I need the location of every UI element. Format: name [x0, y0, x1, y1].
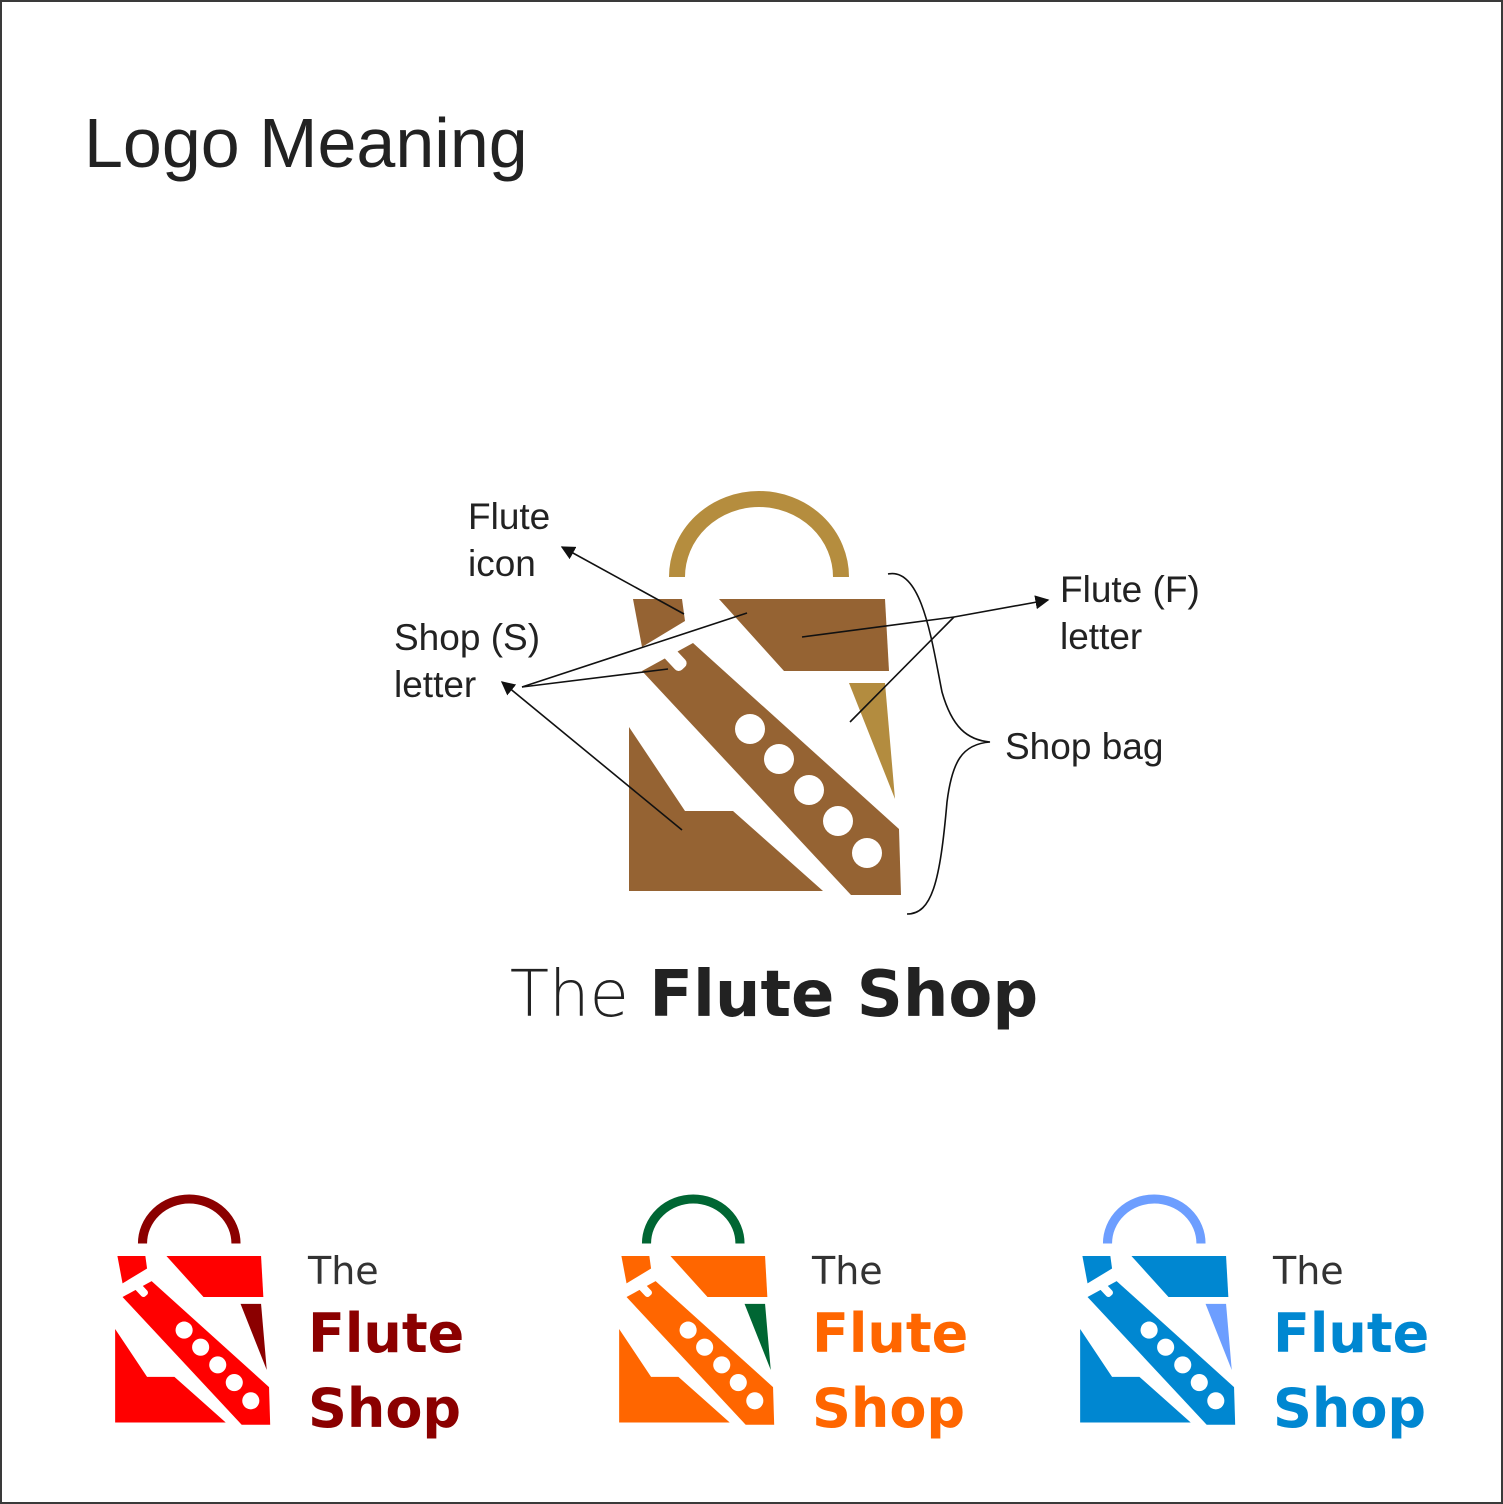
shop-letter-label-line-2: letter [394, 664, 476, 705]
variant-blue-bag-body-part [1080, 1328, 1191, 1423]
main-bag-body-part [633, 599, 685, 647]
flute-letter-label-line-2: letter [1060, 616, 1142, 657]
variant-red-letter-f-accent [240, 1303, 267, 1370]
variant-orange-flute-hole [729, 1373, 747, 1392]
variant-blue-flute-hole [1157, 1338, 1175, 1356]
variant-blue-flute-hole [1174, 1356, 1192, 1374]
variant-orange-bag-body-part [619, 1328, 730, 1423]
main-flute-hole [764, 744, 794, 774]
variant-blue-flute-hole [1207, 1392, 1225, 1410]
variant-orange-letter-f-accent [744, 1303, 771, 1370]
variant-orange-bag-body-part [670, 1256, 768, 1298]
variant-orange-flute-hole [713, 1356, 731, 1374]
variant-red-shop: Shop [308, 1377, 461, 1440]
variant-red-bag-body-part [115, 1328, 226, 1423]
wordmark-flute-shop: Flute Shop [649, 958, 1038, 1032]
variant-blue-flute-hole [1190, 1373, 1208, 1392]
shop-bag-label: Shop bag [1005, 726, 1163, 767]
main-flute-hole [852, 838, 882, 868]
main-flute-hole [661, 645, 687, 671]
variant-orange-the: The [811, 1249, 883, 1293]
main-wordmark: The Flute Shop [510, 958, 1038, 1032]
variant-orange-bag-body-part [621, 1256, 652, 1284]
variant-blue-bag-body-part [1082, 1256, 1113, 1284]
variant-orange-flute-hole [746, 1392, 764, 1410]
main-logo-symbol [629, 491, 901, 895]
variant-red-bag-body-part [117, 1256, 148, 1284]
variant-blue-bag-body-part [1131, 1256, 1229, 1298]
variant-red-logo-symbol [115, 1194, 271, 1425]
flute-icon-arrow [560, 546, 685, 615]
variant-blue-flute-hole [1098, 1282, 1113, 1298]
variant-orange: The Flute Shop [619, 1194, 968, 1440]
variant-orange-flute: Flute [812, 1302, 968, 1365]
variant-red-flute-hole [209, 1356, 227, 1374]
flute-icon-label-line-2: icon [468, 543, 536, 584]
flute-letter-label-line-1: Flute (F) [1060, 569, 1200, 610]
variant-orange-flute-hole [679, 1321, 697, 1339]
shop-letter-line-1 [521, 612, 748, 688]
main-bag-body-part [629, 727, 823, 891]
variant-blue-logo-symbol [1080, 1194, 1236, 1425]
variant-orange-shop: Shop [812, 1377, 965, 1440]
flute-letter-line-1 [801, 616, 955, 638]
main-logo [629, 491, 901, 895]
shop-letter-label-line-1: Shop (S) [394, 617, 540, 658]
variant-red-flute: Flute [308, 1302, 464, 1365]
shop-letter-arrow [500, 681, 683, 831]
variant-blue-shop: Shop [1273, 1377, 1426, 1440]
shop-letter-line-2 [521, 668, 669, 688]
variant-red-flute-hole [175, 1321, 193, 1339]
page-title: Logo Meaning [84, 104, 528, 182]
variant-blue-the: The [1272, 1249, 1344, 1293]
variant-red-the: The [307, 1249, 379, 1293]
variant-blue-letter-f-accent [1205, 1303, 1232, 1370]
variant-orange-flute-hole [696, 1338, 714, 1356]
main-flute-hole [823, 806, 853, 836]
shop-bag-brace [887, 572, 991, 915]
variant-orange-bag-handle [641, 1194, 745, 1244]
wordmark-the: The [510, 958, 629, 1032]
variant-red-bag-handle [137, 1194, 241, 1244]
variant-blue-flute-hole [1140, 1321, 1158, 1339]
main-flute-hole [794, 775, 824, 805]
flute-letter-arrow [953, 595, 1050, 618]
main-flute-hole [735, 714, 765, 744]
variant-blue-bag-handle [1102, 1194, 1206, 1244]
flute-letter-line-2 [849, 616, 955, 723]
variant-red-flute-hole [133, 1282, 148, 1298]
annotation-lines [500, 546, 1050, 915]
variant-orange-logo-symbol [619, 1194, 775, 1425]
variant-orange-flute-hole [637, 1282, 652, 1298]
variant-blue: The Flute Shop [1080, 1194, 1429, 1440]
variant-blue-flute: Flute [1273, 1302, 1429, 1365]
variant-red-flute-hole [242, 1392, 260, 1410]
main-bag-body-part [719, 599, 889, 671]
flute-icon-label-line-1: Flute [468, 496, 550, 537]
variant-red-flute-hole [192, 1338, 210, 1356]
variant-red-flute-hole [225, 1373, 243, 1392]
variant-red: The Flute Shop [115, 1194, 464, 1440]
variant-red-bag-body-part [166, 1256, 264, 1298]
main-bag-handle [669, 491, 849, 578]
